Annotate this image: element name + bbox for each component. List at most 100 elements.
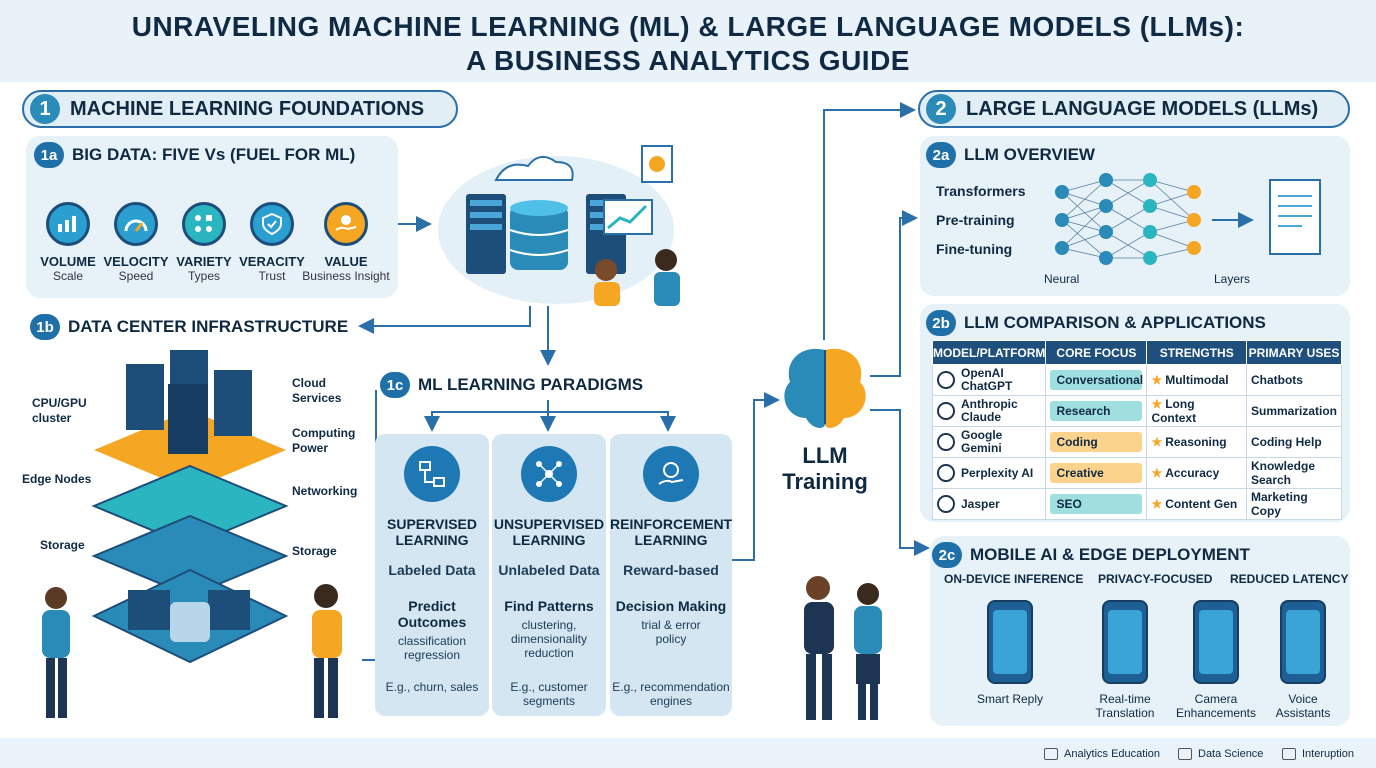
overview-axis-left: Neural xyxy=(1044,272,1080,286)
shapes-icon xyxy=(182,202,226,246)
section-1-number: 1 xyxy=(30,94,60,124)
mobile-item-label: Camera xyxy=(1194,692,1238,706)
datacenter-illustration xyxy=(90,340,290,720)
star-icon: ★ xyxy=(1151,397,1163,411)
mobile-item-label: Real-time xyxy=(1099,692,1151,706)
card-example-1: E.g., customer xyxy=(510,680,588,694)
v-sub: Scale xyxy=(52,269,84,283)
strength-cell: ★Content Gen xyxy=(1146,488,1247,520)
card-desc-1: classification xyxy=(397,634,467,648)
focus-cell: Research xyxy=(1045,395,1148,427)
mobile-item-smart-reply: Smart Reply xyxy=(972,600,1048,706)
llm-comparison-table: MODEL/PLATFORM CORE FOCUS STRENGTHS PRIM… xyxy=(931,340,1343,520)
card-example-2: segments xyxy=(522,694,576,708)
card-title-1: SUPERVISED xyxy=(387,516,477,532)
model-name: Anthropic xyxy=(961,397,1018,411)
strength-cell: ★Multimodal xyxy=(1146,364,1247,396)
big-data-badge: 1a xyxy=(34,142,64,168)
strength-text: Reasoning xyxy=(1165,435,1227,449)
dc-right-label-2: Computing Power xyxy=(292,426,356,455)
person-illustration-2 xyxy=(312,584,342,718)
section-2-header: 2 LARGE LANGUAGE MODELS (LLMs) xyxy=(918,90,1350,128)
dc-left-label-2: Edge Nodes xyxy=(22,472,92,486)
table-header: STRENGTHS xyxy=(1146,340,1247,365)
v-name: VOLUME xyxy=(40,254,96,269)
card-desc-2: policy xyxy=(655,632,687,646)
mobile-item-label-2: Enhancements xyxy=(1175,706,1257,720)
footer-band xyxy=(0,738,1376,768)
mic-phone-icon xyxy=(1280,600,1326,684)
focus-cell: Creative xyxy=(1045,457,1148,489)
footer-item-analytics: Analytics Education xyxy=(1044,748,1160,760)
focus-cell: SEO xyxy=(1045,488,1148,520)
dc-left-label-3: Storage xyxy=(40,538,85,552)
v-item-volume: VOLUME Scale xyxy=(30,202,106,283)
overview-title: LLM OVERVIEW xyxy=(964,145,1095,164)
model-name: Google xyxy=(961,428,1003,442)
mobile-item-voice: Voice Assistants xyxy=(1264,600,1342,720)
strength-text: Content Gen xyxy=(1165,497,1238,511)
card-example-1: E.g., churn, sales xyxy=(385,680,479,694)
table-header: MODEL/PLATFORM xyxy=(931,340,1047,365)
v-sub: Business Insight xyxy=(302,269,390,283)
card-title-2: LEARNING xyxy=(395,532,469,548)
model-name: Perplexity AI xyxy=(961,465,1034,480)
openai-logo-icon xyxy=(937,371,955,389)
focus-chip: Research xyxy=(1050,401,1143,421)
strength-text: Accuracy xyxy=(1165,466,1220,480)
card-data: Unlabeled Data xyxy=(498,562,600,578)
section-2-number: 2 xyxy=(926,94,956,124)
dc-right-label-3: Networking xyxy=(292,484,358,498)
paradigms-title: ML LEARNING PARADIGMS xyxy=(418,375,644,394)
star-icon: ★ xyxy=(1151,435,1163,449)
dc-left-label-1: CPU/GPU cluster xyxy=(32,396,87,425)
strength-cell: ★Reasoning xyxy=(1146,426,1247,458)
footer-label: Interuption xyxy=(1302,748,1354,760)
brain-icon xyxy=(784,348,866,428)
footer-label: Data Science xyxy=(1198,748,1264,760)
google-logo-icon xyxy=(937,433,955,451)
card-desc-1: trial & error xyxy=(641,618,701,632)
datacenter-title: DATA CENTER INFRASTRUCTURE xyxy=(68,317,349,336)
dc-right-label-1: Cloud Services xyxy=(292,376,342,405)
building-icon xyxy=(1044,748,1058,760)
big-data-panel: 1a BIG DATA: FIVE Vs (FUEL FOR ML) VOLUM… xyxy=(26,136,398,298)
card-goal: Predict Outcomes xyxy=(397,598,467,630)
strength-cell: ★Accuracy xyxy=(1146,457,1247,489)
card-desc-2: dimensionality xyxy=(510,632,588,646)
mobile-header-1: ON-DEVICE INFERENCE xyxy=(944,572,1084,586)
comparison-title: LLM COMPARISON & APPLICATIONS xyxy=(964,313,1266,332)
section-1-title: MACHINE LEARNING FOUNDATIONS xyxy=(70,97,425,120)
v-item-veracity: VERACITY Trust xyxy=(234,202,310,283)
anthropic-logo-icon xyxy=(937,402,955,420)
data-server-illustration xyxy=(436,140,696,308)
mobile-item-label-2: Assistants xyxy=(1275,706,1331,720)
overview-label-transformers: Transformers xyxy=(936,183,1026,199)
strength-text: Long Context xyxy=(1151,397,1197,425)
paradigms-heading: 1c ML LEARNING PARADIGMS xyxy=(380,372,643,398)
paradigms-badge: 1c xyxy=(380,372,410,398)
chat-icon xyxy=(1282,748,1296,760)
use-cell: Knowledge Search xyxy=(1245,457,1343,489)
focus-chip: Creative xyxy=(1050,463,1143,483)
hand-coin-icon xyxy=(324,202,368,246)
card-example-1: E.g., recommendation xyxy=(612,680,730,694)
card-title-1: UNSUPERVISED xyxy=(493,516,605,532)
perplexity-logo-icon xyxy=(937,464,955,482)
model-cell: Jasper xyxy=(931,488,1047,520)
section-1-header: 1 MACHINE LEARNING FOUNDATIONS xyxy=(22,90,458,128)
model-name: OpenAI xyxy=(961,366,1004,380)
neural-network-icon xyxy=(1055,173,1321,265)
bar-chart-icon xyxy=(46,202,90,246)
footer-item-data-science: Data Science xyxy=(1178,748,1263,760)
use-cell: Marketing Copy xyxy=(1245,488,1343,520)
mobile-item-camera: Camera Enhancements xyxy=(1174,600,1258,720)
footer-label: Analytics Education xyxy=(1064,748,1160,760)
mobile-item-label: Smart Reply xyxy=(976,692,1044,706)
